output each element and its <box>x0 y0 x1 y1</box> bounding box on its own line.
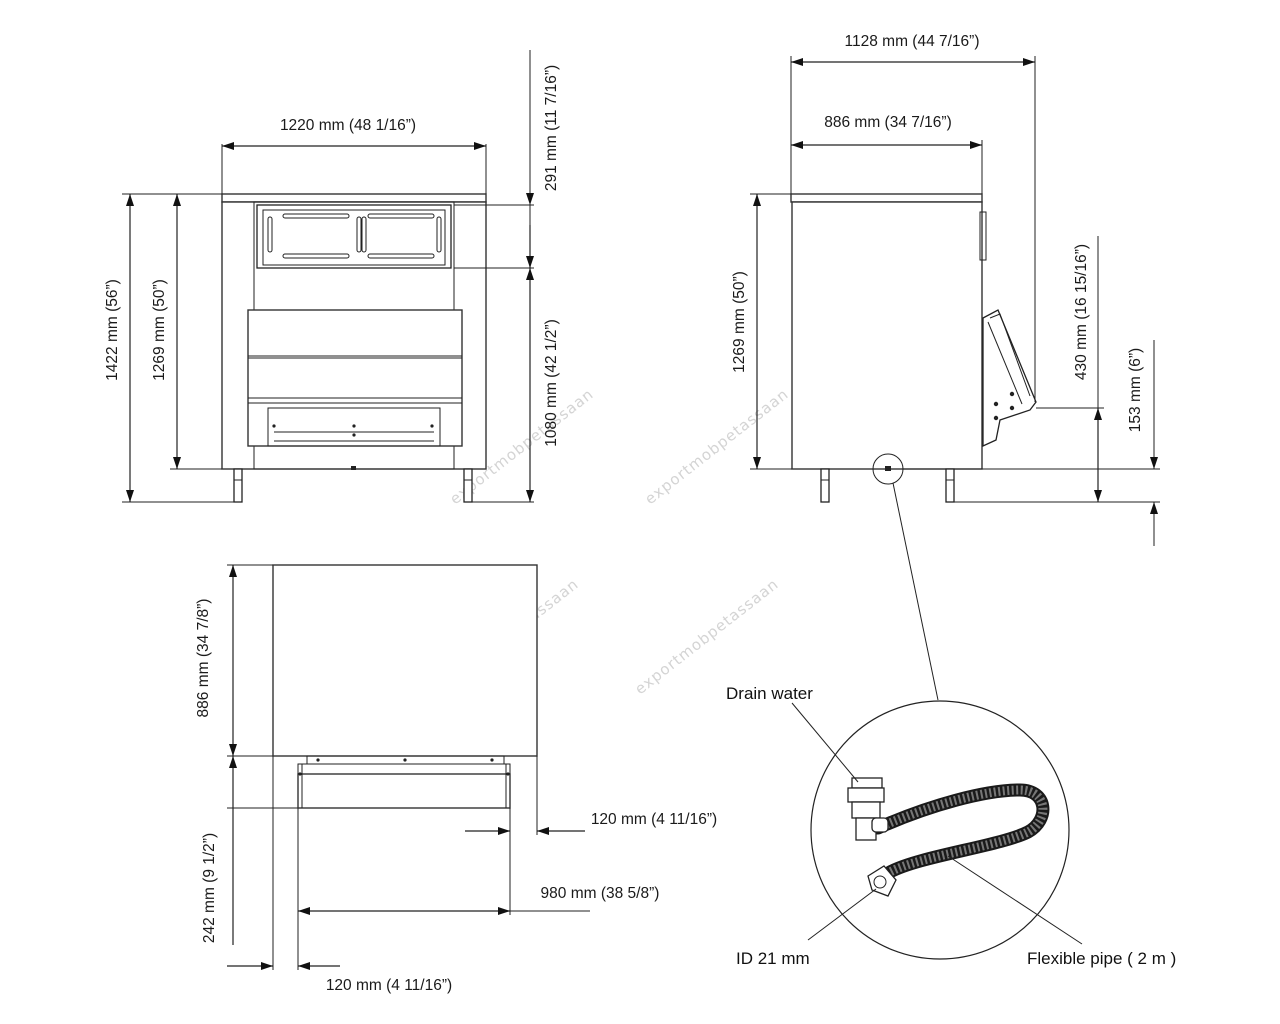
drain-leader-line <box>892 482 939 701</box>
dim-front-lower-section: 1080 mm (42 1/2”) <box>543 319 560 447</box>
side-cabinet <box>791 201 983 470</box>
dim-front-total-height: 1422 mm (56”) <box>104 279 121 381</box>
top-view: 886 mm (34 7/8”) 242 mm (9 1/2”) 120 mm … <box>195 564 717 994</box>
dim-front-width: 1220 mm (48 1/16”) <box>280 117 416 134</box>
side-lid <box>790 193 983 203</box>
dim-front-body-height: 1269 mm (50”) <box>151 279 168 381</box>
flexible-pipe <box>871 783 1050 879</box>
dim-side-drain-height: 153 mm (6”) <box>1127 348 1144 432</box>
dim-side-body-height: 1269 mm (50”) <box>731 271 748 373</box>
front-drawer <box>267 407 441 447</box>
side-view: 1128 mm (44 7/16”) 886 mm (34 7/16”) 126… <box>731 33 1160 701</box>
dim-top-left-offset: 120 mm (4 11/16”) <box>326 977 452 994</box>
dim-top-right-offset: 120 mm (4 11/16”) <box>591 811 717 828</box>
dim-side-total-depth: 1128 mm (44 7/16”) <box>845 33 980 50</box>
top-cabinet <box>272 564 538 757</box>
watermark: exportmobpetassaan <box>631 575 782 698</box>
detail-circle <box>810 700 1070 960</box>
watermark: exportmobpetassaan <box>641 385 792 508</box>
front-leg-right <box>463 468 473 503</box>
label-flexible-pipe: Flexible pipe ( 2 m ) <box>1027 949 1176 968</box>
drain-detail-callout: Drain water ID 21 mm Flexible pipe ( 2 m… <box>726 684 1176 968</box>
front-view: 1220 mm (48 1/16”) 1422 mm (56”) 1269 mm… <box>104 50 560 503</box>
dim-side-chute-height: 430 mm (16 15/16”) <box>1073 244 1090 380</box>
front-leg-left <box>233 468 243 503</box>
pipe-elbow <box>867 865 897 897</box>
front-lid <box>221 193 487 203</box>
front-door <box>247 309 463 447</box>
dim-front-top-section: 291 mm (11 7/16”) <box>543 65 560 191</box>
label-drain-water: Drain water <box>726 684 813 703</box>
label-id-21mm: ID 21 mm <box>736 949 810 968</box>
dim-top-overhang: 242 mm (9 1/2”) <box>201 833 218 943</box>
dim-top-depth: 886 mm (34 7/8”) <box>195 599 212 718</box>
dim-top-drawer-width: 980 mm (38 5/8”) <box>541 885 660 902</box>
top-drawer <box>297 773 511 809</box>
dim-side-body-depth: 886 mm (34 7/16”) <box>824 114 952 131</box>
